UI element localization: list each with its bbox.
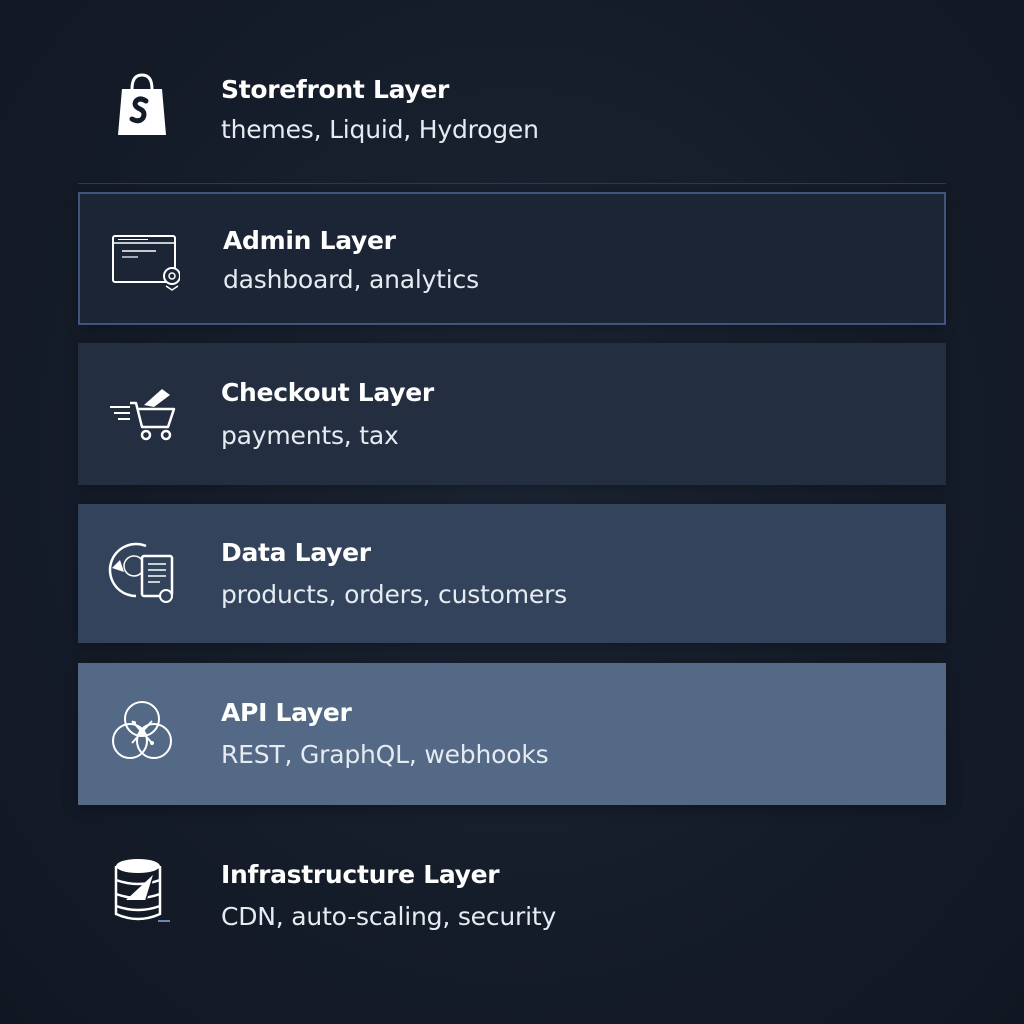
api-layer: API Layer REST, GraphQL, webhooks (78, 663, 946, 805)
layer-description: CDN, auto-scaling, security (221, 902, 557, 931)
layer-title: Admin Layer (223, 226, 396, 255)
divider (78, 183, 946, 184)
checkout-layer: Checkout Layer payments, tax (78, 343, 946, 485)
layer-title: Data Layer (221, 538, 371, 567)
layer-title: Infrastructure Layer (221, 860, 500, 889)
admin-layer: Admin Layer dashboard, analytics (78, 192, 946, 325)
layer-description: themes, Liquid, Hydrogen (221, 115, 539, 144)
infrastructure-layer: Infrastructure Layer CDN, auto-scaling, … (78, 840, 946, 960)
layer-title: Checkout Layer (221, 378, 434, 407)
server-icon (106, 854, 178, 926)
data-layer: Data Layer products, orders, customers (78, 504, 946, 643)
network-icon (106, 697, 178, 769)
dashboard-icon (108, 224, 180, 296)
layer-description: products, orders, customers (221, 580, 568, 609)
storefront-layer: Storefront Layer themes, Liquid, Hydroge… (78, 55, 946, 175)
layer-title: Storefront Layer (221, 75, 450, 104)
layer-description: payments, tax (221, 421, 399, 450)
shopping-bag-icon (106, 69, 178, 141)
cart-icon (106, 377, 178, 449)
layer-title: API Layer (221, 698, 352, 727)
layer-description: REST, GraphQL, webhooks (221, 740, 549, 769)
layer-description: dashboard, analytics (223, 265, 479, 294)
database-document-icon (106, 538, 178, 610)
